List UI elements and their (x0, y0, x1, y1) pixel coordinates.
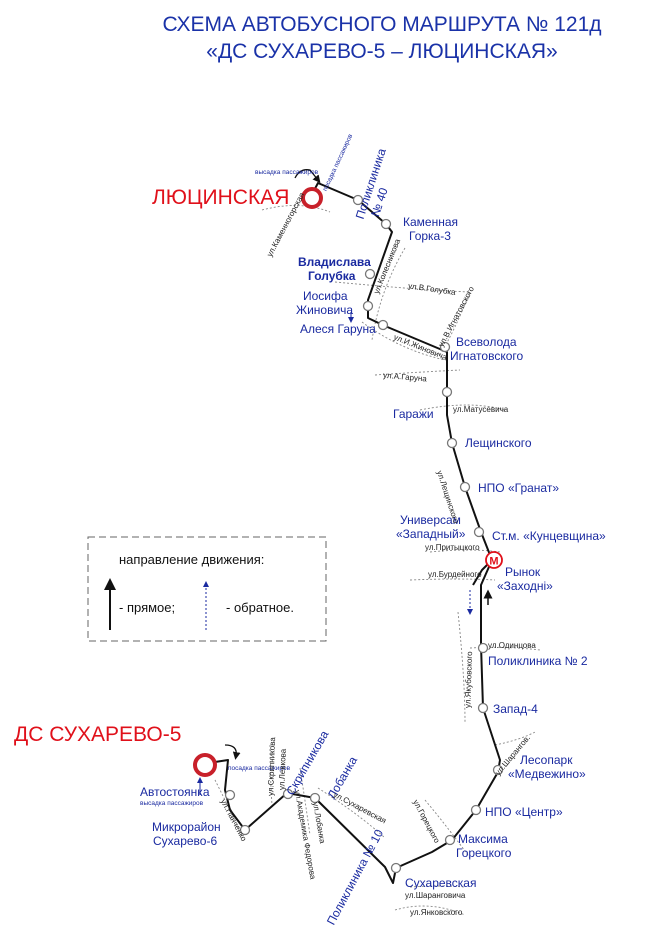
terminal-north-label: ЛЮЦИНСКАЯ (152, 186, 289, 209)
stop-nodes (224, 194, 504, 874)
legend-forward: - прямое; (119, 600, 175, 615)
note-posadka-north: посадка пассажиров (322, 133, 355, 193)
street-panchenko: ул.Панченко (219, 798, 249, 844)
stop-lesopark-line2: «Медвежино» (508, 767, 586, 781)
terminal-north-marker (301, 187, 323, 209)
stop-iosifa-line2: Жиновича (296, 303, 353, 317)
street-yakubovskogo: ул.Якубовского (463, 651, 474, 708)
street-sukharevskaya: ул.Сухаревская (332, 790, 388, 825)
title-line-2: «ДС СУХАРЕВО-5 – ЛЮЦИНСКАЯ» (206, 40, 557, 63)
legend-box: направление движения: - прямое; - обратн… (87, 536, 327, 642)
stop-maksima-line2: Горецкого (456, 846, 512, 860)
turnaround-arrow-south (224, 744, 241, 760)
stop-universam-line2: «Западный» (396, 527, 466, 541)
stop-universam-line1: Универсам (400, 513, 461, 527)
stop-kamennaya-line2: Горка-3 (409, 229, 451, 243)
stop-garazhi: Гаражи (393, 407, 434, 421)
street-burdeynogo: ул.Бурдейного (428, 570, 482, 579)
stop-npo-centr: НПО «Центр» (485, 805, 563, 819)
street-v-golubka: ул.В.Голубка (408, 281, 457, 297)
stop-vladislava-line2: Голубка (308, 269, 356, 283)
street-a-garuna: ул.А.Гаруна (383, 371, 428, 384)
stop-poliklinika10: Поликлиника № 10 (324, 827, 386, 928)
note-posadka-south: посадка пассажиров (228, 765, 291, 772)
stop-vsevoloda-line1: Всеволода (456, 335, 517, 349)
stop-maksima-line1: Максима (458, 832, 508, 846)
street-levkova: ул.Левкова (277, 748, 287, 790)
svg-text:М: М (489, 556, 498, 568)
stop-rynok-line2: «Заходні» (497, 579, 553, 593)
stop-mikrorayon-line1: Микрорайон (152, 820, 221, 834)
stop-rynok-line1: Рынок (505, 565, 541, 579)
stop-mikrorayon-line2: Сухарево-6 (153, 834, 217, 848)
stop-skripnikova: Скрипникова (283, 728, 331, 798)
stop-alesya: Алеся Гаруна (300, 322, 376, 336)
stop-avtostoyanka: Автостоянка (140, 785, 210, 799)
stop-kamennaya-line1: Каменная (403, 215, 458, 229)
terminal-south-label: ДС СУХАРЕВО-5 (14, 723, 181, 746)
terminal-south-marker (193, 753, 217, 777)
stop-vladislava-line1: Владислава (298, 255, 371, 269)
street-skripnikova: ул.Скрипникова (266, 737, 277, 797)
stop-zapad4: Запад-4 (493, 702, 538, 716)
stop-leshchinskogo: Лещинского (465, 436, 532, 450)
legend-reverse: - обратное. (226, 600, 294, 615)
stop-poliklinika2: Поликлиника № 2 (488, 654, 588, 668)
stop-lesopark-line1: Лесопарк (520, 753, 573, 767)
stop-iosifa-line1: Иосифа (303, 289, 348, 303)
street-sharangovicha-south: ул.Шаранговича (405, 891, 466, 900)
stop-vsevoloda-line2: Игнатовского (450, 349, 523, 363)
metro-icon: М (485, 551, 503, 569)
street-goretskogo: ул.Горецкого (411, 798, 442, 845)
street-matusevicha: ул.Матусевича (453, 405, 509, 414)
street-pritytskogo: ул.Притыцкого (425, 543, 480, 552)
note-vysadka-north: высадка пассажиров (255, 169, 319, 176)
stop-sukharevskaya: Сухаревская (405, 876, 476, 890)
stop-npo-granat: НПО «Гранат» (478, 481, 559, 495)
street-odintsova: ул.Одинцова (488, 641, 536, 650)
legend-heading: направление движения: (119, 552, 264, 567)
street-yankovskogo: ул.Янковского (410, 908, 463, 917)
note-vysadka-south: высадка пассажиров (140, 800, 204, 807)
title-line-1: СХЕМА АВТОБУСНОГО МАРШРУТА № 121д (162, 13, 601, 36)
stop-metro-kuntsevshchina: Ст.м. «Кунцевщина» (492, 529, 606, 543)
turnaround-arrow-north (294, 169, 321, 184)
